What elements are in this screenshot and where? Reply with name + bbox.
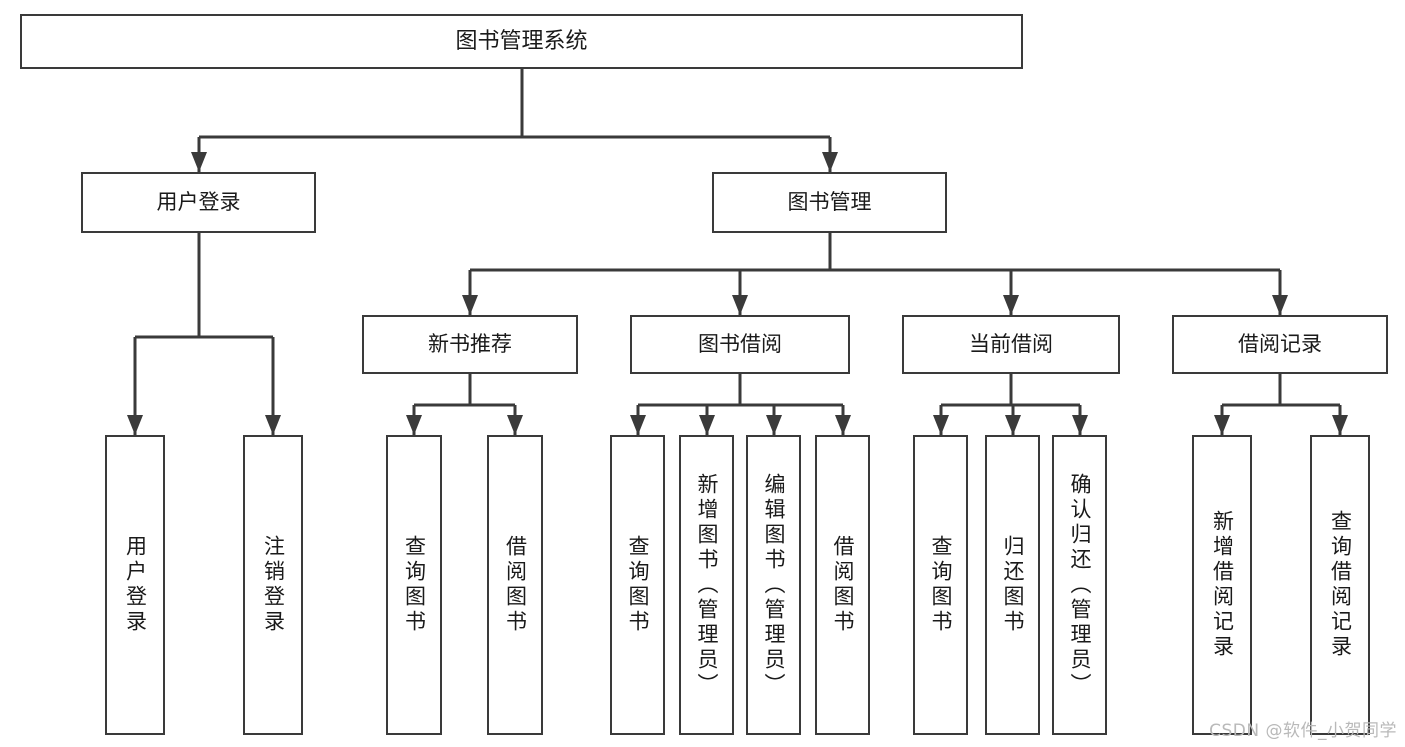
- edge-arrowhead: [822, 152, 838, 172]
- node-root[interactable]: 图书管理系统: [20, 14, 1023, 69]
- node-label: 借阅记录: [1238, 332, 1322, 357]
- edge-arrowhead: [1272, 295, 1288, 315]
- node-bookmgmt[interactable]: 图书管理: [712, 172, 947, 233]
- node-leaf10[interactable]: 归还图书: [985, 435, 1040, 735]
- node-label: 查询图书: [929, 535, 953, 635]
- edge-arrowhead: [1005, 415, 1021, 435]
- node-label: 编辑图书（管理员）: [762, 472, 786, 698]
- node-leaf9[interactable]: 查询图书: [913, 435, 968, 735]
- edge-arrowhead: [265, 415, 281, 435]
- node-label: 图书管理: [787, 190, 872, 215]
- node-leaf11[interactable]: 确认归还（管理员）: [1052, 435, 1107, 735]
- node-label: 图书借阅: [698, 332, 782, 357]
- edge-arrowhead: [1332, 415, 1348, 435]
- node-leaf12[interactable]: 新增借阅记录: [1192, 435, 1252, 735]
- node-leaf13[interactable]: 查询借阅记录: [1310, 435, 1370, 735]
- node-login[interactable]: 用户登录: [81, 172, 316, 233]
- edge-arrowhead: [406, 415, 422, 435]
- node-leaf6[interactable]: 新增图书（管理员）: [679, 435, 734, 735]
- node-leaf3[interactable]: 查询图书: [386, 435, 442, 735]
- edge-arrowhead: [507, 415, 523, 435]
- node-label: 新书推荐: [428, 332, 512, 357]
- edge-arrowhead: [1072, 415, 1088, 435]
- node-current[interactable]: 当前借阅: [902, 315, 1120, 374]
- edge-arrowhead: [699, 415, 715, 435]
- node-label: 查询借阅记录: [1328, 510, 1353, 660]
- edge-arrowhead: [835, 415, 851, 435]
- node-records[interactable]: 借阅记录: [1172, 315, 1388, 374]
- node-borrow[interactable]: 图书借阅: [630, 315, 850, 374]
- node-newbook[interactable]: 新书推荐: [362, 315, 578, 374]
- node-label: 归还图书: [1001, 535, 1025, 635]
- node-leaf8[interactable]: 借阅图书: [815, 435, 870, 735]
- edge-arrowhead: [1003, 295, 1019, 315]
- edge-arrowhead: [191, 152, 207, 172]
- edge-arrowhead: [462, 295, 478, 315]
- edge-arrowhead: [630, 415, 646, 435]
- node-leaf4[interactable]: 借阅图书: [487, 435, 543, 735]
- node-label: 用户登录: [123, 535, 148, 635]
- edge-arrowhead: [732, 295, 748, 315]
- edge-arrowhead: [127, 415, 143, 435]
- edge-arrowhead: [933, 415, 949, 435]
- edge-arrowhead: [1214, 415, 1230, 435]
- node-leaf2[interactable]: 注销登录: [243, 435, 303, 735]
- node-leaf7[interactable]: 编辑图书（管理员）: [746, 435, 801, 735]
- node-label: 借阅图书: [831, 535, 855, 635]
- node-label: 图书管理系统: [455, 28, 588, 54]
- watermark-label: CSDN @软件_小贺同学: [1209, 721, 1397, 741]
- node-label: 新增借阅记录: [1210, 510, 1235, 660]
- node-leaf1[interactable]: 用户登录: [105, 435, 165, 735]
- node-label: 查询图书: [626, 535, 650, 635]
- node-label: 注销登录: [261, 535, 286, 635]
- node-leaf5[interactable]: 查询图书: [610, 435, 665, 735]
- node-label: 新增图书（管理员）: [695, 472, 719, 698]
- node-label: 用户登录: [156, 190, 241, 215]
- edge-arrowhead: [766, 415, 782, 435]
- node-label: 当前借阅: [969, 332, 1053, 357]
- node-label: 确认归还（管理员）: [1068, 472, 1092, 698]
- node-label: 查询图书: [402, 535, 427, 635]
- node-label: 借阅图书: [503, 535, 528, 635]
